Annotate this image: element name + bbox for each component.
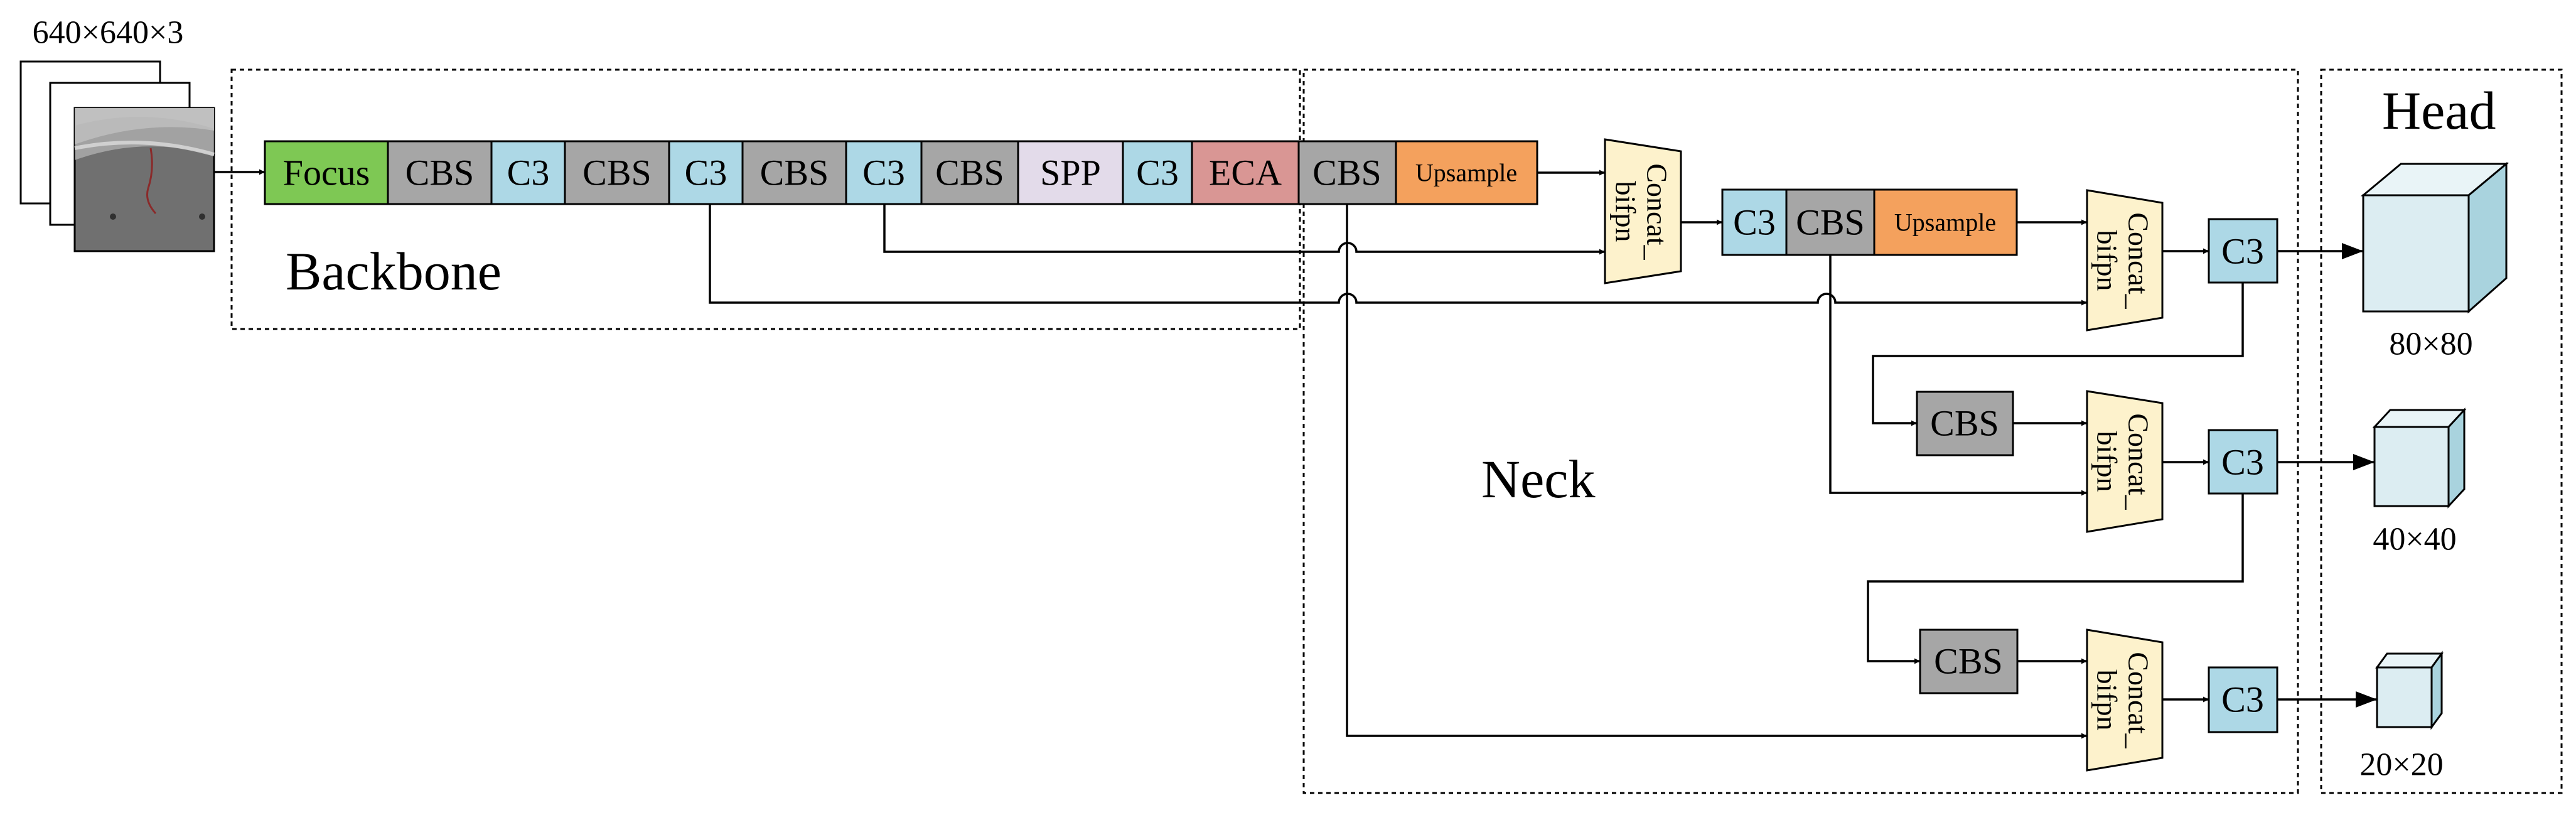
- neck-mid-cbs: CBS: [1785, 188, 1876, 256]
- cube-icon-80: [2360, 161, 2509, 314]
- neck-cbs-a: CBS: [1916, 391, 2014, 456]
- neck-cbs-top: CBS: [1297, 140, 1397, 205]
- backbone-block-label: C3: [862, 153, 905, 193]
- backbone-block-label: C3: [1136, 153, 1179, 193]
- backbone-block-4-cbs: CBS: [564, 140, 670, 205]
- backbone-block-11-eca: ECA: [1191, 140, 1300, 205]
- backbone-block-label: CBS: [760, 153, 829, 193]
- concat-bifpn-3: Concat_ bifpn: [2086, 390, 2164, 533]
- backbone-block-9-spp: SPP: [1017, 140, 1124, 205]
- backbone-title: Backbone: [286, 241, 502, 301]
- backbone-block-10-c3: C3: [1122, 140, 1193, 205]
- input-size-label: 640×640×3: [33, 15, 184, 51]
- head-output-80-label: 80×80: [2389, 326, 2472, 362]
- neck-mid-cbs-label: CBS: [1796, 202, 1865, 243]
- neck-mid-cbs-box: [1785, 188, 1876, 256]
- backbone-block-label: ECA: [1209, 153, 1282, 193]
- backbone-block-box: [1191, 140, 1300, 205]
- neck-cbs-b: CBS: [1919, 628, 2019, 694]
- backbone-block-label: C3: [507, 153, 550, 193]
- backbone-block-box: [845, 140, 923, 205]
- cbs-a-box: [1916, 391, 2014, 456]
- backbone-block-box: [741, 140, 847, 205]
- concat-1-shape: [1604, 138, 1682, 284]
- concat-bifpn-4: Concat_ bifpn: [2086, 628, 2164, 772]
- backbone-block-6-cbs: CBS: [741, 140, 847, 205]
- concat-3-label-top: Concat_: [2123, 413, 2155, 510]
- backbone-block-label: CBS: [405, 153, 475, 193]
- concat-4-shape: [2086, 628, 2164, 772]
- backbone-block-label: CBS: [582, 153, 652, 193]
- input-image: [73, 107, 215, 252]
- c3-out-2-label: C3: [2221, 442, 2264, 483]
- concat-4-label-bottom: bifpn: [2091, 669, 2123, 730]
- backbone-block-box: [1017, 140, 1124, 205]
- skip-cbstop-concat4: [1346, 204, 2087, 739]
- skip-c3-second-concat2: [709, 205, 2087, 306]
- backbone-block-box: [1122, 140, 1193, 205]
- skip-midcbs-concat3: [1829, 255, 2087, 496]
- c3-out-3-label: C3: [2221, 679, 2264, 720]
- c3-out-3-box: [2208, 666, 2278, 733]
- cbs-b-label: CBS: [1934, 641, 2003, 682]
- c3-out-1-label: C3: [2221, 231, 2264, 272]
- head-output-20-label: 20×20: [2359, 747, 2443, 783]
- backbone-block-7-c3: C3: [845, 140, 923, 205]
- concat-1-label-bottom: bifpn: [1610, 181, 1642, 242]
- head-output-40-label: 40×40: [2373, 522, 2456, 558]
- concat-1-label-top: Concat_: [1641, 163, 1673, 260]
- upsample-2-box: [1873, 188, 2018, 256]
- backbone-blocks: Focus CBS C3 CBS C3 CBS C3 CBS SPP C3 ECA: [264, 140, 1300, 205]
- backbone-block-8-cbs: CBS: [920, 140, 1019, 205]
- backbone-block-label: Focus: [283, 153, 370, 193]
- neck-cbs-top-box: [1297, 140, 1397, 205]
- concat-bifpn-1: Concat_ bifpn: [1604, 138, 1682, 284]
- concat-2-label-bottom: bifpn: [2091, 230, 2123, 291]
- neck-c3-out-1: C3: [2208, 218, 2278, 284]
- connections: [214, 169, 2377, 739]
- path-c3out1-cbsa: [1872, 283, 2244, 426]
- neck-mid-c3: C3: [1721, 188, 1788, 256]
- backbone-block-1-focus: Focus: [264, 140, 389, 205]
- path-c3out2-cbsb: [1867, 494, 2244, 664]
- c3-out-2-box: [2208, 429, 2278, 495]
- neck-upsample-2: Upsample: [1873, 188, 2018, 256]
- neck-c3-out-3: C3: [2208, 666, 2278, 733]
- backbone-block-box: [668, 140, 744, 205]
- neck-region: [1302, 68, 2299, 794]
- backbone-block-label: CBS: [935, 153, 1004, 193]
- backbone-block-5-c3: C3: [668, 140, 744, 205]
- head-title: Head: [2382, 80, 2496, 141]
- upsample-1-label: Upsample: [1415, 159, 1517, 187]
- cube-icon-40: [2372, 407, 2467, 509]
- concat-bifpn-2: Concat_ bifpn: [2086, 189, 2164, 332]
- concat-3-label-bottom: bifpn: [2091, 431, 2123, 492]
- skip-c3-third-concat1: [883, 205, 1605, 255]
- backbone-block-box: [564, 140, 670, 205]
- backbone-block-box: [490, 140, 566, 205]
- backbone-block-2-cbs: CBS: [387, 140, 493, 205]
- neck-cbs-top-label: CBS: [1312, 153, 1382, 193]
- neck-title: Neck: [1481, 449, 1595, 509]
- backbone-block-box: [387, 140, 493, 205]
- concat-3-shape: [2086, 390, 2164, 533]
- backbone-block-box: [920, 140, 1019, 205]
- concat-2-label-top: Concat_: [2123, 212, 2155, 309]
- neck-upsample-1: Upsample: [1395, 140, 1538, 205]
- backbone-block-label: C3: [685, 153, 727, 193]
- backbone-block-3-c3: C3: [490, 140, 566, 205]
- backbone-region: [230, 68, 1301, 330]
- backbone-block-label: SPP: [1040, 153, 1101, 193]
- cbs-a-label: CBS: [1930, 403, 1999, 444]
- concat-4-label-top: Concat_: [2123, 652, 2155, 748]
- upsample-2-label: Upsample: [1894, 208, 1996, 237]
- input-image-stack: [19, 60, 215, 252]
- concat-2-shape: [2086, 189, 2164, 332]
- cube-icon-20: [2375, 650, 2444, 730]
- neck-mid-c3-label: C3: [1733, 202, 1776, 243]
- neck-c3-out-2: C3: [2208, 429, 2278, 495]
